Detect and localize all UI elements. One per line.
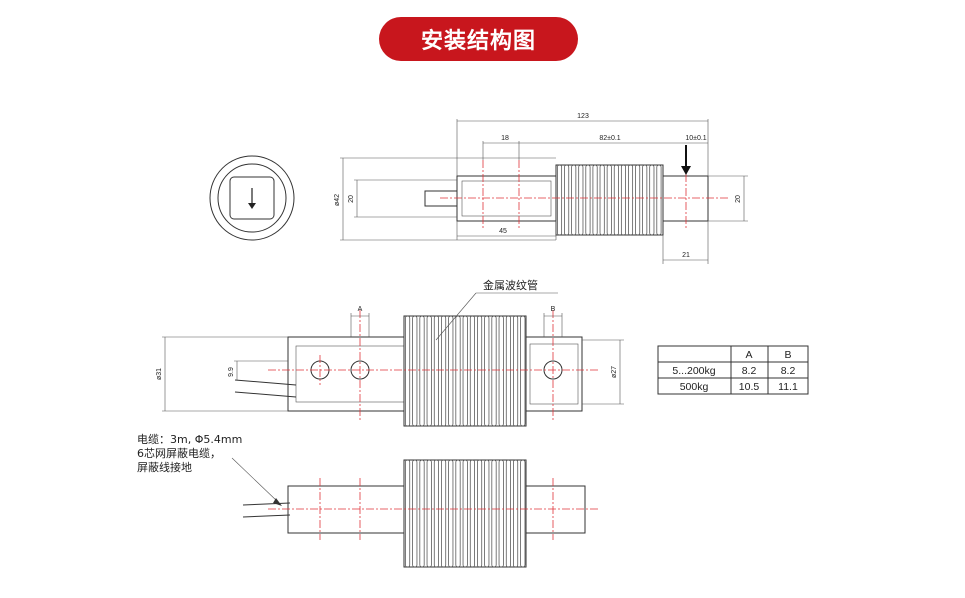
table-cell: 5...200kg xyxy=(672,365,715,377)
bellows-rib xyxy=(462,459,468,568)
dim-overall-length: 123 xyxy=(577,113,589,120)
front-view: 电缆：3m, Φ5.4mm 6芯网屏蔽电缆， 屏蔽线接地 xyxy=(137,433,600,568)
bellows-rib xyxy=(513,459,519,568)
bellows-rib xyxy=(656,164,662,236)
dim-A: A xyxy=(358,306,363,313)
bellows-rib xyxy=(491,459,497,568)
bellows-rib xyxy=(513,315,519,427)
bellows-rib xyxy=(433,315,439,427)
bellows-rib xyxy=(628,164,634,236)
bellows-rib xyxy=(642,164,648,236)
bellows-rib xyxy=(426,459,432,568)
bellows-rib xyxy=(557,164,563,236)
page-title: 安装结构图 xyxy=(379,17,578,61)
bellows-rib xyxy=(448,315,454,427)
bellows-rib xyxy=(405,459,411,568)
side-view: A B ø31 9.9 ø27 金属波纹管 xyxy=(156,278,624,427)
bellows-rib xyxy=(520,315,526,427)
bellows-rib xyxy=(448,459,454,568)
bellows-rib xyxy=(426,315,432,427)
bellows-rib xyxy=(469,459,475,568)
dim-82: 82±0.1 xyxy=(599,135,620,142)
bellows-rib xyxy=(620,164,626,236)
bellows-rib xyxy=(477,315,483,427)
table-header-B: B xyxy=(784,349,791,361)
bellows-rib xyxy=(412,315,418,427)
bellows-rib xyxy=(520,459,526,568)
dim-20-right: 20 xyxy=(735,195,742,203)
end-view xyxy=(209,155,295,241)
table-cell: 500kg xyxy=(680,381,709,393)
bellows-rib xyxy=(635,164,641,236)
dim-10: 10±0.1 xyxy=(685,135,706,142)
bellows-rib xyxy=(498,459,504,568)
bellows-rib xyxy=(585,164,591,236)
bellows-rib xyxy=(578,164,584,236)
bellows-label: 金属波纹管 xyxy=(483,278,538,292)
bellows-rib xyxy=(477,459,483,568)
cable-note-line3: 屏蔽线接地 xyxy=(137,460,192,474)
bellows-rib xyxy=(419,459,425,568)
table-cell: 8.2 xyxy=(781,365,796,377)
bellows-rib xyxy=(606,164,612,236)
bellows-rib xyxy=(469,315,475,427)
bellows-rib xyxy=(433,459,439,568)
table-header-A: A xyxy=(745,349,752,361)
bellows-rib xyxy=(564,164,570,236)
table-cell: 11.1 xyxy=(778,381,798,393)
plan-view: 123 18 82±0.1 10±0.1 45 21 ø42 20 20 xyxy=(334,113,748,264)
bellows-rib xyxy=(613,164,619,236)
bellows-rib xyxy=(484,315,490,427)
bellows-rib xyxy=(455,459,461,568)
dim-dia31: ø31 xyxy=(156,368,163,380)
bellows-rib xyxy=(412,459,418,568)
dim-B: B xyxy=(551,306,556,313)
dim-dia27: ø27 xyxy=(611,366,618,378)
bellows-rib xyxy=(505,315,511,427)
table-cell: 8.2 xyxy=(742,365,757,377)
cable-note-line1: 电缆：3m, Φ5.4mm xyxy=(137,433,242,446)
bellows-rib xyxy=(505,459,511,568)
bellows-rib xyxy=(455,315,461,427)
dim-9-9: 9.9 xyxy=(228,367,235,377)
bellows-rib xyxy=(419,315,425,427)
bellows-rib xyxy=(441,459,447,568)
bellows-rib xyxy=(571,164,577,236)
dim-45: 45 xyxy=(499,228,507,235)
dim-18: 18 xyxy=(501,135,509,142)
capacity-table: A B 5...200kg 8.2 8.2 500kg 10.5 11.1 xyxy=(657,345,809,395)
bellows-rib xyxy=(405,315,411,427)
bellows-rib xyxy=(649,164,655,236)
bellows-rib xyxy=(484,459,490,568)
bellows-rib xyxy=(462,315,468,427)
dim-21: 21 xyxy=(682,252,690,259)
bellows-rib xyxy=(498,315,504,427)
bellows-rib xyxy=(599,164,605,236)
table-cell: 10.5 xyxy=(739,381,760,393)
cable-note-line2: 6芯网屏蔽电缆， xyxy=(137,446,221,460)
dim-20-left: 20 xyxy=(348,195,355,203)
bellows-rib xyxy=(491,315,497,427)
dim-dia42: ø42 xyxy=(334,194,341,206)
bellows-rib xyxy=(441,315,447,427)
bellows-rib xyxy=(592,164,598,236)
